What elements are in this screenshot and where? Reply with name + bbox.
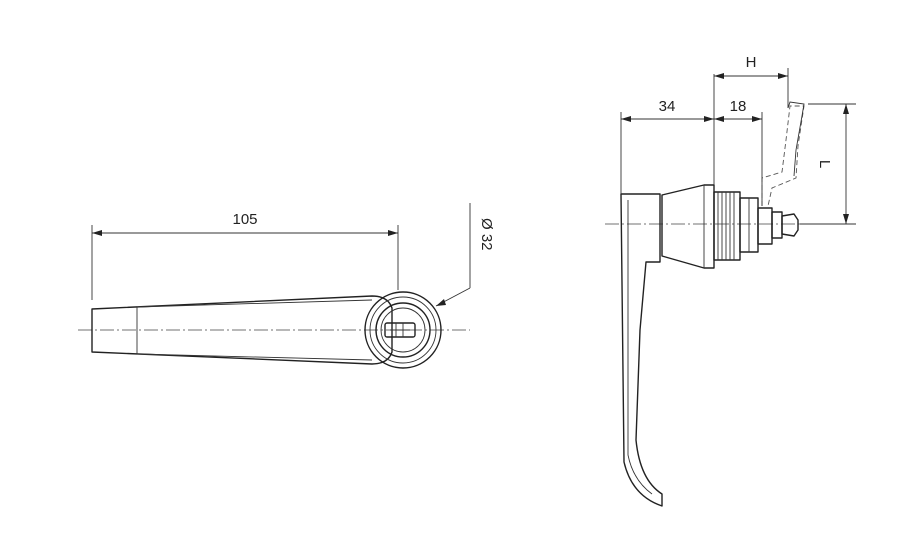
- lever-handle: [91, 295, 393, 365]
- dimension-label-l: L: [816, 160, 833, 168]
- side-handle-inner: [627, 200, 653, 495]
- dimension-h: [714, 68, 789, 108]
- dimension-label-34: 34: [659, 98, 676, 115]
- dimension-18: [714, 112, 763, 206]
- end-screw: [781, 213, 799, 237]
- dimension-34: [620, 74, 715, 194]
- handle-inner-edge-top: [136, 299, 373, 308]
- dimension-label-105: 105: [232, 211, 257, 228]
- cam-arm-hidden: [761, 105, 805, 207]
- keyway-icon: [384, 322, 416, 338]
- side-view: 34 18 H L: [605, 54, 856, 507]
- housing-cone: [661, 184, 715, 269]
- handle-inner-edge-bottom: [136, 353, 373, 361]
- cam-washer: [771, 211, 783, 239]
- dimension-label-18: 18: [730, 98, 747, 115]
- side-lever-handle: [620, 193, 663, 507]
- dimension-105: [91, 225, 399, 300]
- rosette-ring: [369, 296, 437, 364]
- cylinder-boss: [375, 302, 431, 358]
- spindle: [757, 207, 773, 245]
- diameter-leader: [435, 203, 471, 307]
- cam-arm-tip: [787, 101, 805, 177]
- cylinder-face: [380, 307, 426, 353]
- dimension-l: [800, 103, 856, 225]
- thread-lines: [717, 192, 735, 260]
- rosette-outer: [364, 291, 442, 369]
- dimension-label-h: H: [746, 54, 757, 71]
- diameter-label: Ø 32: [478, 218, 495, 251]
- front-view: 105 Ø 32: [78, 203, 495, 369]
